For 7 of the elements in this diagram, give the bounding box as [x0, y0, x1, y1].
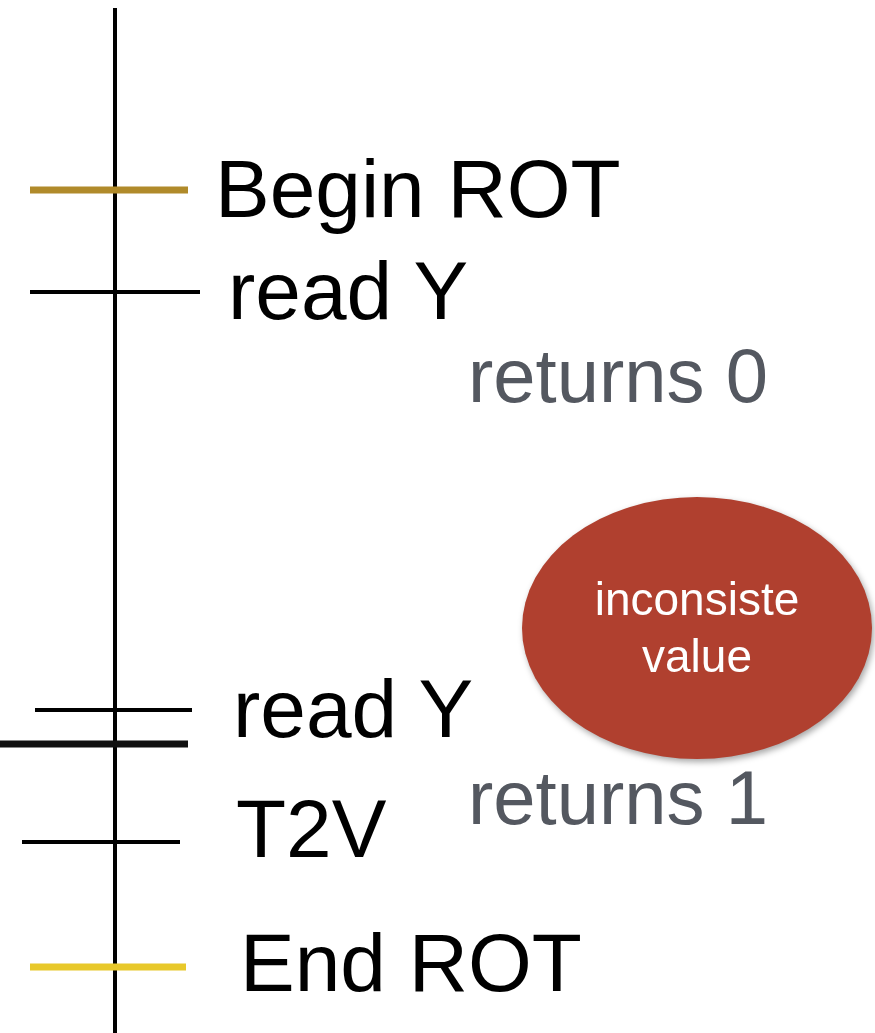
- result-label: returns 1: [468, 760, 768, 836]
- event-label: End ROT: [240, 922, 582, 1004]
- event-label: read Y: [228, 250, 469, 332]
- result-label: returns 0: [468, 338, 768, 414]
- event-label: T2V: [236, 788, 387, 870]
- callout-text: inconsiste value: [593, 571, 801, 684]
- event-label: read Y: [233, 668, 474, 750]
